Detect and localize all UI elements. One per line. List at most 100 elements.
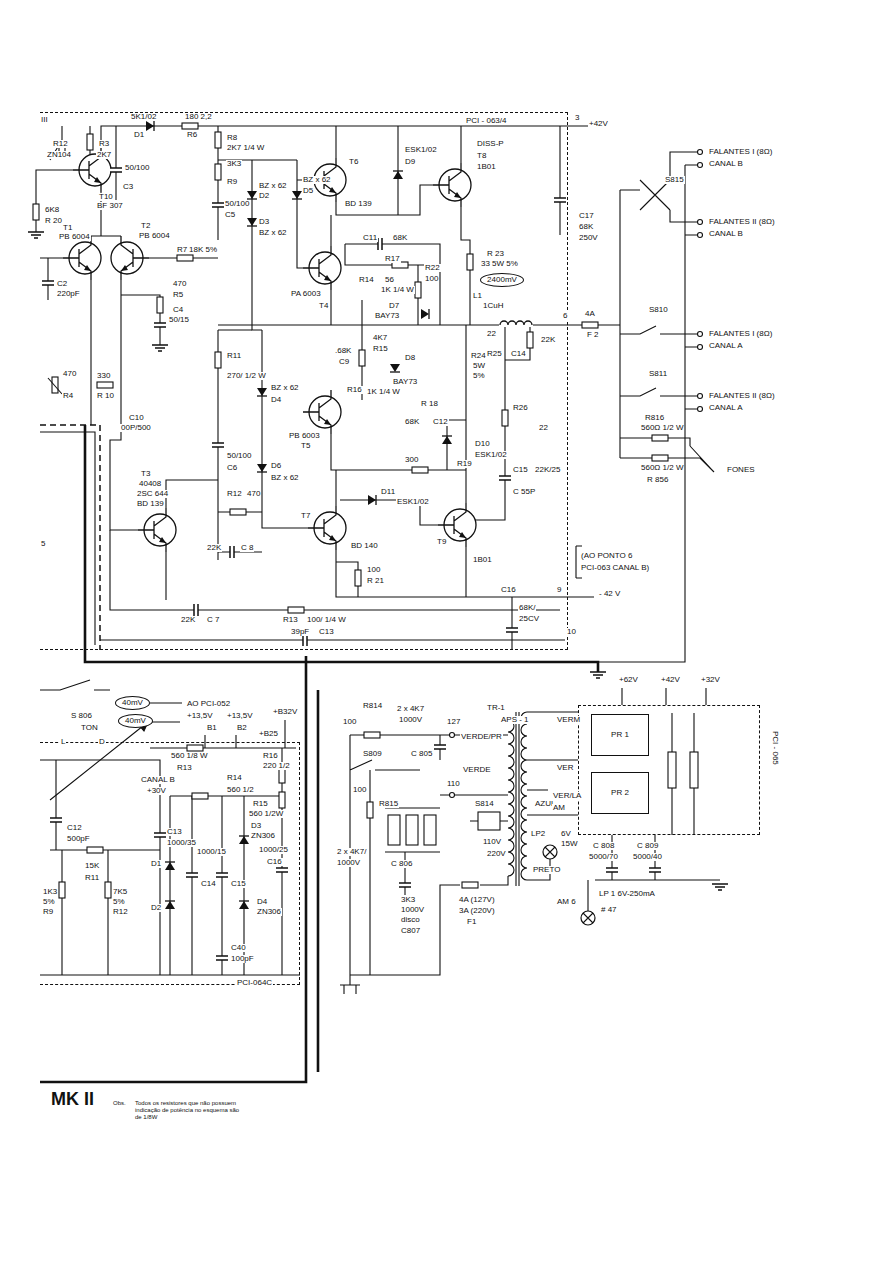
part-label: C 7 [206, 616, 220, 624]
component-symbol [690, 752, 698, 788]
component-symbol [275, 868, 289, 872]
part-label: ZN306 [250, 832, 276, 840]
part-label: R25 [486, 350, 503, 358]
part-label: R3 [98, 140, 110, 148]
board-outline [40, 425, 100, 650]
component-symbol [698, 150, 703, 155]
part-label: R 23 [486, 250, 505, 258]
component-symbol [177, 255, 193, 261]
component-symbol [187, 745, 203, 751]
component-symbol [215, 132, 221, 148]
component-symbol [668, 752, 676, 788]
part-label: III [40, 116, 49, 124]
component-symbol [545, 847, 555, 857]
part-label: B1 [206, 724, 218, 732]
component-symbol [109, 168, 123, 172]
component-symbol [359, 350, 365, 366]
component-symbol [63, 236, 101, 280]
component-symbol [230, 509, 246, 515]
part-label: 1000V [398, 716, 423, 724]
part-label: C13 [318, 628, 335, 636]
component-symbol [59, 882, 65, 898]
component-symbol [49, 818, 63, 822]
part-label: 4A [584, 310, 596, 318]
part-label: C9 [338, 358, 350, 366]
part-label: 68K [392, 234, 408, 242]
note-text: Todos os resistores que não possuem indi… [134, 1100, 248, 1122]
wire [40, 432, 95, 645]
part-label: 100 [352, 786, 367, 794]
part-label: T7 [300, 512, 311, 520]
part-label: CANAL A [708, 342, 744, 350]
component-symbol [390, 364, 400, 372]
component-symbol [605, 868, 619, 872]
part-label: BD 139 [136, 500, 165, 508]
component-symbol [543, 845, 557, 859]
part-label: 10 [566, 628, 577, 636]
part-label: 50/15 [168, 316, 190, 324]
heavy-bus [40, 425, 598, 1082]
part-label: 1B01 [472, 556, 493, 564]
part-label: LP2 [530, 830, 546, 838]
part-label: (AO PONTO 6 [580, 552, 633, 560]
part-label: C 809 [636, 842, 659, 850]
part-label: VERDE [462, 766, 492, 774]
component-symbol [146, 121, 154, 131]
part-label: 560Ω 1/2 W [640, 464, 684, 472]
part-label: 00P/500 [120, 424, 152, 432]
part-label: 68K [404, 418, 420, 426]
part-label: 4K7 [372, 334, 388, 342]
wire [36, 126, 600, 232]
part-label: AO PCI-052 [186, 700, 231, 708]
part-label: FALANTES II (8Ω) [708, 392, 776, 400]
part-label: ESK1/02 [474, 451, 508, 459]
wire [331, 126, 470, 325]
part-label: 39pF [290, 628, 310, 636]
wire [508, 720, 514, 876]
part-label: 6V [560, 830, 572, 838]
part-label: R13 [282, 616, 299, 624]
component-symbol [165, 901, 175, 909]
part-label: R26 [512, 404, 529, 412]
part-label: PRETO [532, 866, 561, 874]
part-label: 560 1/2 [226, 786, 255, 794]
part-label: 5% [472, 372, 486, 380]
part-label: L1 [472, 292, 483, 300]
part-label: D11 [380, 488, 396, 496]
part-label: # 47 [600, 906, 618, 914]
part-label: FALANTES II (8Ω) [708, 218, 776, 226]
wire [521, 712, 527, 880]
component-symbol [450, 733, 455, 738]
component-symbol [388, 815, 400, 845]
part-label: BAY73 [374, 312, 400, 320]
heavy-bus [40, 425, 598, 1082]
component-symbol [97, 382, 113, 388]
part-label: C 808 [592, 842, 615, 850]
component-symbol [698, 220, 703, 225]
part-label: D2 [150, 904, 162, 912]
component-symbol [239, 836, 249, 844]
part-label: AM [552, 804, 566, 812]
part-label: 1K3 [42, 888, 58, 896]
part-label: .68K [334, 347, 352, 355]
part-label: +B32V [272, 708, 298, 716]
part-label: +32V [700, 676, 721, 684]
component-symbol [153, 833, 167, 837]
part-label: VER [556, 764, 574, 772]
part-label: FONES [726, 466, 756, 474]
component-symbol [185, 873, 199, 877]
component-symbol [712, 884, 728, 890]
part-label: C3 [122, 183, 134, 191]
wire [36, 126, 720, 994]
part-label: R16 [346, 386, 363, 394]
part-label: FALANTES I (8Ω) [708, 330, 773, 338]
part-label: C14 [200, 880, 217, 888]
component-symbol [698, 163, 703, 168]
component-symbol [192, 793, 208, 799]
part-label: 15K [84, 862, 100, 870]
part-label: ESK1/02 [404, 146, 438, 154]
part-label: BZ x 62 [270, 474, 300, 482]
part-label: L [60, 738, 66, 746]
part-label: 100 [424, 275, 439, 283]
part-label: D3 [250, 822, 262, 830]
